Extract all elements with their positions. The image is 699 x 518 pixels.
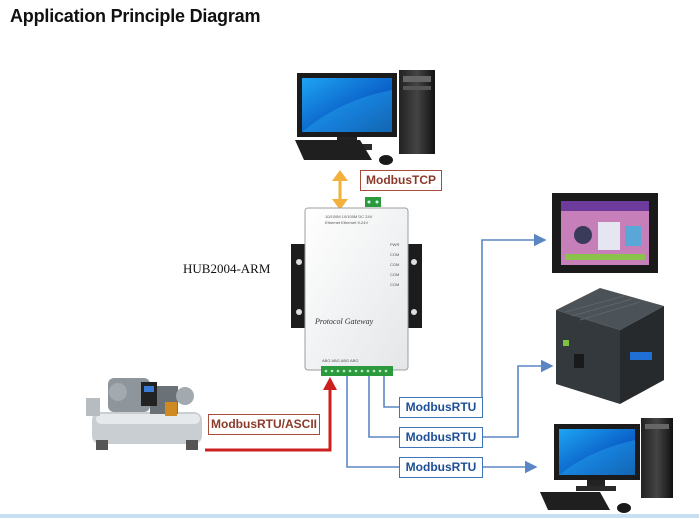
modbusrtu-label-3: ModbusRTU bbox=[399, 457, 483, 478]
modbustcp-arrow bbox=[332, 170, 348, 210]
gateway-device-icon: 10/100M 10/100M DC 24V Ethernet Ethernet… bbox=[291, 197, 422, 376]
top-computer-icon bbox=[295, 70, 435, 165]
hmi-touch-panel-icon bbox=[552, 193, 658, 273]
svg-text:ABG ABG ABG ABG: ABG ABG ABG ABG bbox=[322, 358, 358, 363]
svg-text:10/100M 10/100M DC 24V: 10/100M 10/100M DC 24V bbox=[325, 214, 373, 219]
plc-module-icon bbox=[556, 288, 664, 404]
modbustcp-label: ModbusTCP bbox=[360, 170, 442, 191]
industrial-chiller-icon bbox=[86, 378, 202, 450]
svg-text:COM: COM bbox=[390, 262, 399, 267]
gateway-caption: Protocol Gateway bbox=[315, 317, 374, 326]
bottom-divider bbox=[0, 514, 699, 518]
modbusrtu-ascii-arrow bbox=[205, 377, 337, 452]
modbusrtu-label-1: ModbusRTU bbox=[399, 397, 483, 418]
svg-text:COM: COM bbox=[390, 252, 399, 257]
svg-text:COM: COM bbox=[390, 282, 399, 287]
modbusrtu-label-2: ModbusRTU bbox=[399, 427, 483, 448]
svg-text:Ethernet Ethernet 9-24V: Ethernet Ethernet 9-24V bbox=[325, 220, 368, 225]
page-title: Application Principle Diagram bbox=[10, 6, 261, 26]
gateway-model-label: HUB2004-ARM bbox=[183, 261, 271, 276]
svg-text:COM: COM bbox=[390, 272, 399, 277]
modbusrtu-ascii-label: ModbusRTU/ASCII bbox=[208, 414, 320, 435]
svg-text:PWR: PWR bbox=[390, 242, 399, 247]
bottom-computer-icon bbox=[540, 418, 673, 513]
